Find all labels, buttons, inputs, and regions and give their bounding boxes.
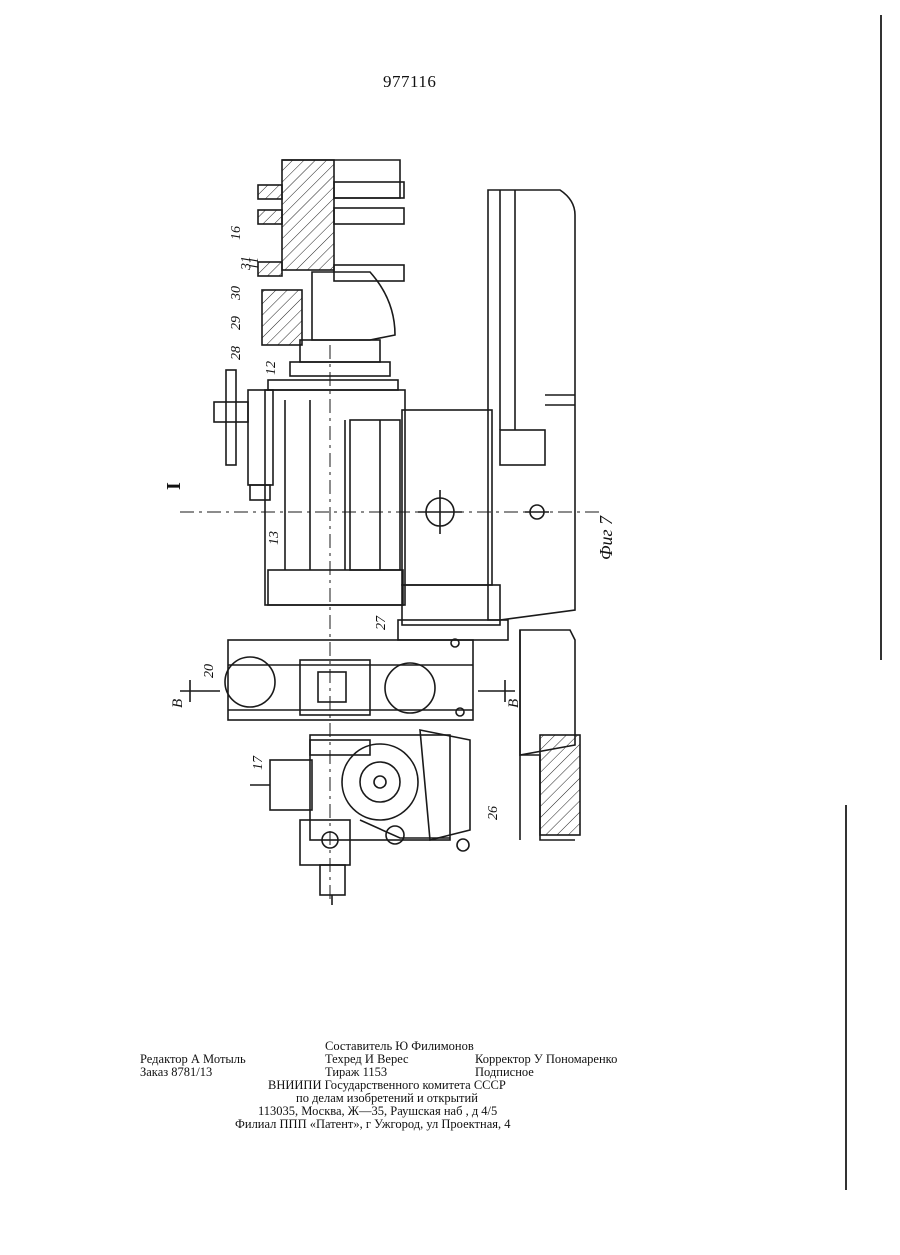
part-label: 26: [486, 806, 501, 820]
bracket-26: [420, 730, 470, 840]
part-label: 29: [229, 316, 244, 330]
section-marker-left: B: [170, 699, 186, 708]
part-label: 12: [264, 361, 279, 375]
roller-carriage: [228, 640, 473, 720]
section-marker-right: B: [506, 699, 522, 708]
part-label: 20: [202, 664, 217, 678]
view-marker: I: [163, 482, 185, 490]
handwheel: [226, 370, 236, 465]
figure-caption: Фиг 7: [596, 515, 616, 560]
part-label: 17: [251, 755, 266, 770]
part-label: 27: [374, 615, 389, 630]
footer-order: Заказ 8781/13: [140, 1066, 212, 1079]
part-label: 16: [229, 226, 244, 240]
mounting-plate: [402, 410, 492, 585]
footer-branch: Филиал ППП «Патент», г Ужгород, ул Проек…: [235, 1118, 511, 1131]
top-housing-hatched: [282, 160, 334, 270]
roller-right: [385, 663, 435, 713]
part-label: 13: [267, 531, 282, 545]
part-label: 28: [229, 346, 244, 360]
main-block-13: [265, 390, 405, 605]
part-label: 11: [247, 257, 262, 270]
motor-body: [312, 272, 395, 340]
part-label: 30: [229, 286, 244, 301]
